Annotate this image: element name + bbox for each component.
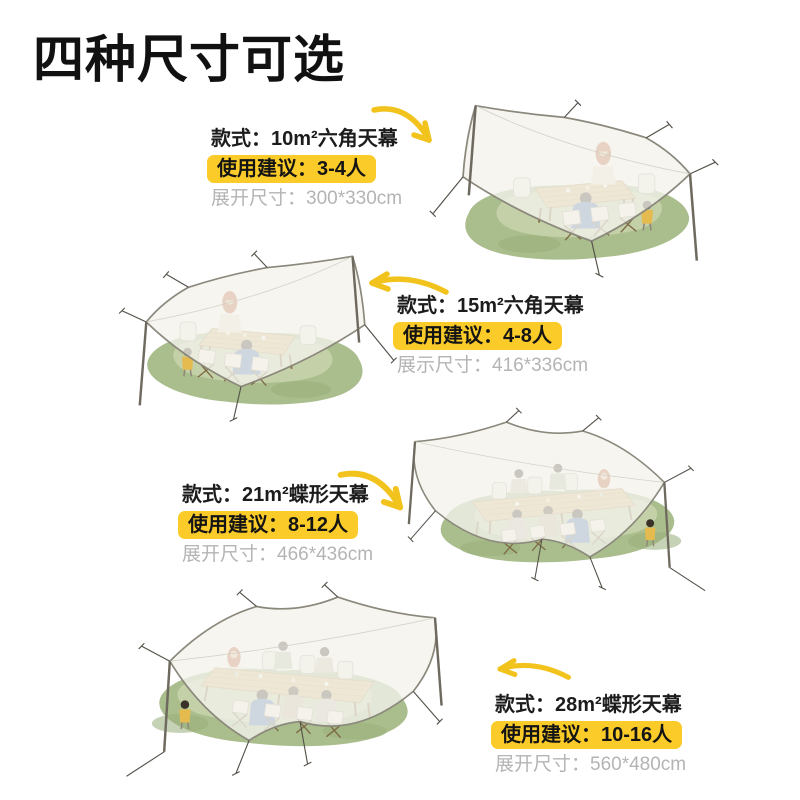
style-label-3: 款式：21m²蝶形天幕	[182, 484, 369, 506]
style-label-4: 款式：28m²蝶形天幕	[495, 694, 682, 716]
size-label-3: 展开尺寸：466*436cm	[182, 544, 374, 565]
usage-badge-1: 使用建议：3-4人	[207, 155, 376, 183]
usage-badge-4: 使用建议：10-16人	[491, 721, 683, 749]
style-label-1: 款式：10m²六角天幕	[211, 128, 398, 150]
spec-block-28m2: 款式：28m²蝶形天幕 使用建议：10-16人 展开尺寸：560*480cm	[491, 692, 687, 778]
tent-illustration-28m2-butterfly	[100, 580, 468, 783]
arrow-left-icon-4	[489, 652, 574, 691]
style-label-2: 款式：15m²六角天幕	[397, 295, 584, 317]
size-label-4: 展开尺寸：560*480cm	[495, 754, 687, 775]
usage-badge-3: 使用建议：8-12人	[178, 511, 359, 539]
size-label-2: 展示尺寸：416*336cm	[397, 355, 589, 376]
spec-block-21m2: 款式：21m²蝶形天幕 使用建议：8-12人 展开尺寸：466*436cm	[178, 482, 374, 568]
page-title: 四种尺寸可选	[33, 31, 346, 88]
usage-badge-2: 使用建议：4-8人	[393, 322, 562, 350]
tent-illustration-10m2-hex	[420, 94, 732, 284]
spec-block-15m2: 款式：15m²六角天幕 使用建议：4-8人 展示尺寸：416*336cm	[393, 293, 589, 379]
spec-block-10m2: 款式：10m²六角天幕 使用建议：3-4人 展开尺寸：300*330cm	[207, 126, 403, 212]
size-label-1: 展开尺寸：300*330cm	[211, 188, 403, 209]
tent-illustration-21m2-butterfly	[384, 406, 730, 597]
